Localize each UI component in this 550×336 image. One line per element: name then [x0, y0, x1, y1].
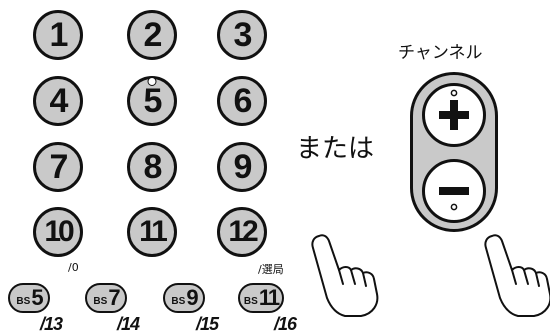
bs-button-9[interactable]: BS 9	[163, 283, 205, 313]
number-button-10[interactable]: 10	[33, 207, 83, 257]
number-button-1[interactable]: 1	[33, 10, 83, 60]
pointing-hand-icon	[311, 234, 379, 317]
bs-number: 7	[108, 285, 120, 310]
bs-prefix: BS	[243, 295, 258, 307]
channel-up-button[interactable]	[422, 83, 486, 147]
number-button-2[interactable]: 2	[127, 10, 177, 60]
minus-icon	[439, 187, 469, 211]
bs-prefix: BS	[171, 295, 186, 307]
number-button-5[interactable]: 5	[127, 76, 177, 126]
bs-button-7[interactable]: BS 7	[85, 283, 127, 313]
bs-prefix: BS	[16, 295, 31, 307]
pointing-hand-icon	[484, 234, 550, 317]
bs-alt-label-16: /16	[274, 314, 297, 334]
number-button-8[interactable]: 8	[127, 142, 177, 192]
number-button-3[interactable]: 3	[217, 10, 267, 60]
bs-alt-label-15: /15	[196, 314, 219, 334]
bs-number: 11	[258, 285, 280, 310]
number-button-4[interactable]: 4	[33, 76, 83, 126]
bs-button-5[interactable]: BS 5	[8, 283, 50, 313]
twelve-sub-label: /選局	[258, 263, 284, 276]
channel-down-button[interactable]	[422, 159, 486, 223]
number-button-6[interactable]: 6	[217, 76, 267, 126]
bs-number: 5	[31, 285, 43, 310]
channel-label: チャンネル	[398, 43, 483, 63]
number-button-5-label: 5	[143, 81, 163, 120]
tactile-dot-icon	[147, 77, 157, 86]
channel-rocker	[410, 72, 498, 232]
number-button-7[interactable]: 7	[33, 142, 83, 192]
bs-alt-label-13: /13	[40, 314, 63, 334]
bs-number: 9	[186, 285, 198, 310]
number-button-9[interactable]: 9	[217, 142, 267, 192]
bs-button-11[interactable]: BS 11	[238, 283, 284, 313]
number-button-11[interactable]: 11	[127, 207, 177, 257]
plus-icon	[439, 89, 469, 130]
or-text: または	[296, 134, 375, 164]
bs-alt-label-14: /14	[117, 314, 140, 334]
number-button-12[interactable]: 12	[217, 207, 267, 257]
ten-sub-label: /0	[68, 261, 79, 274]
bs-prefix: BS	[93, 295, 108, 307]
